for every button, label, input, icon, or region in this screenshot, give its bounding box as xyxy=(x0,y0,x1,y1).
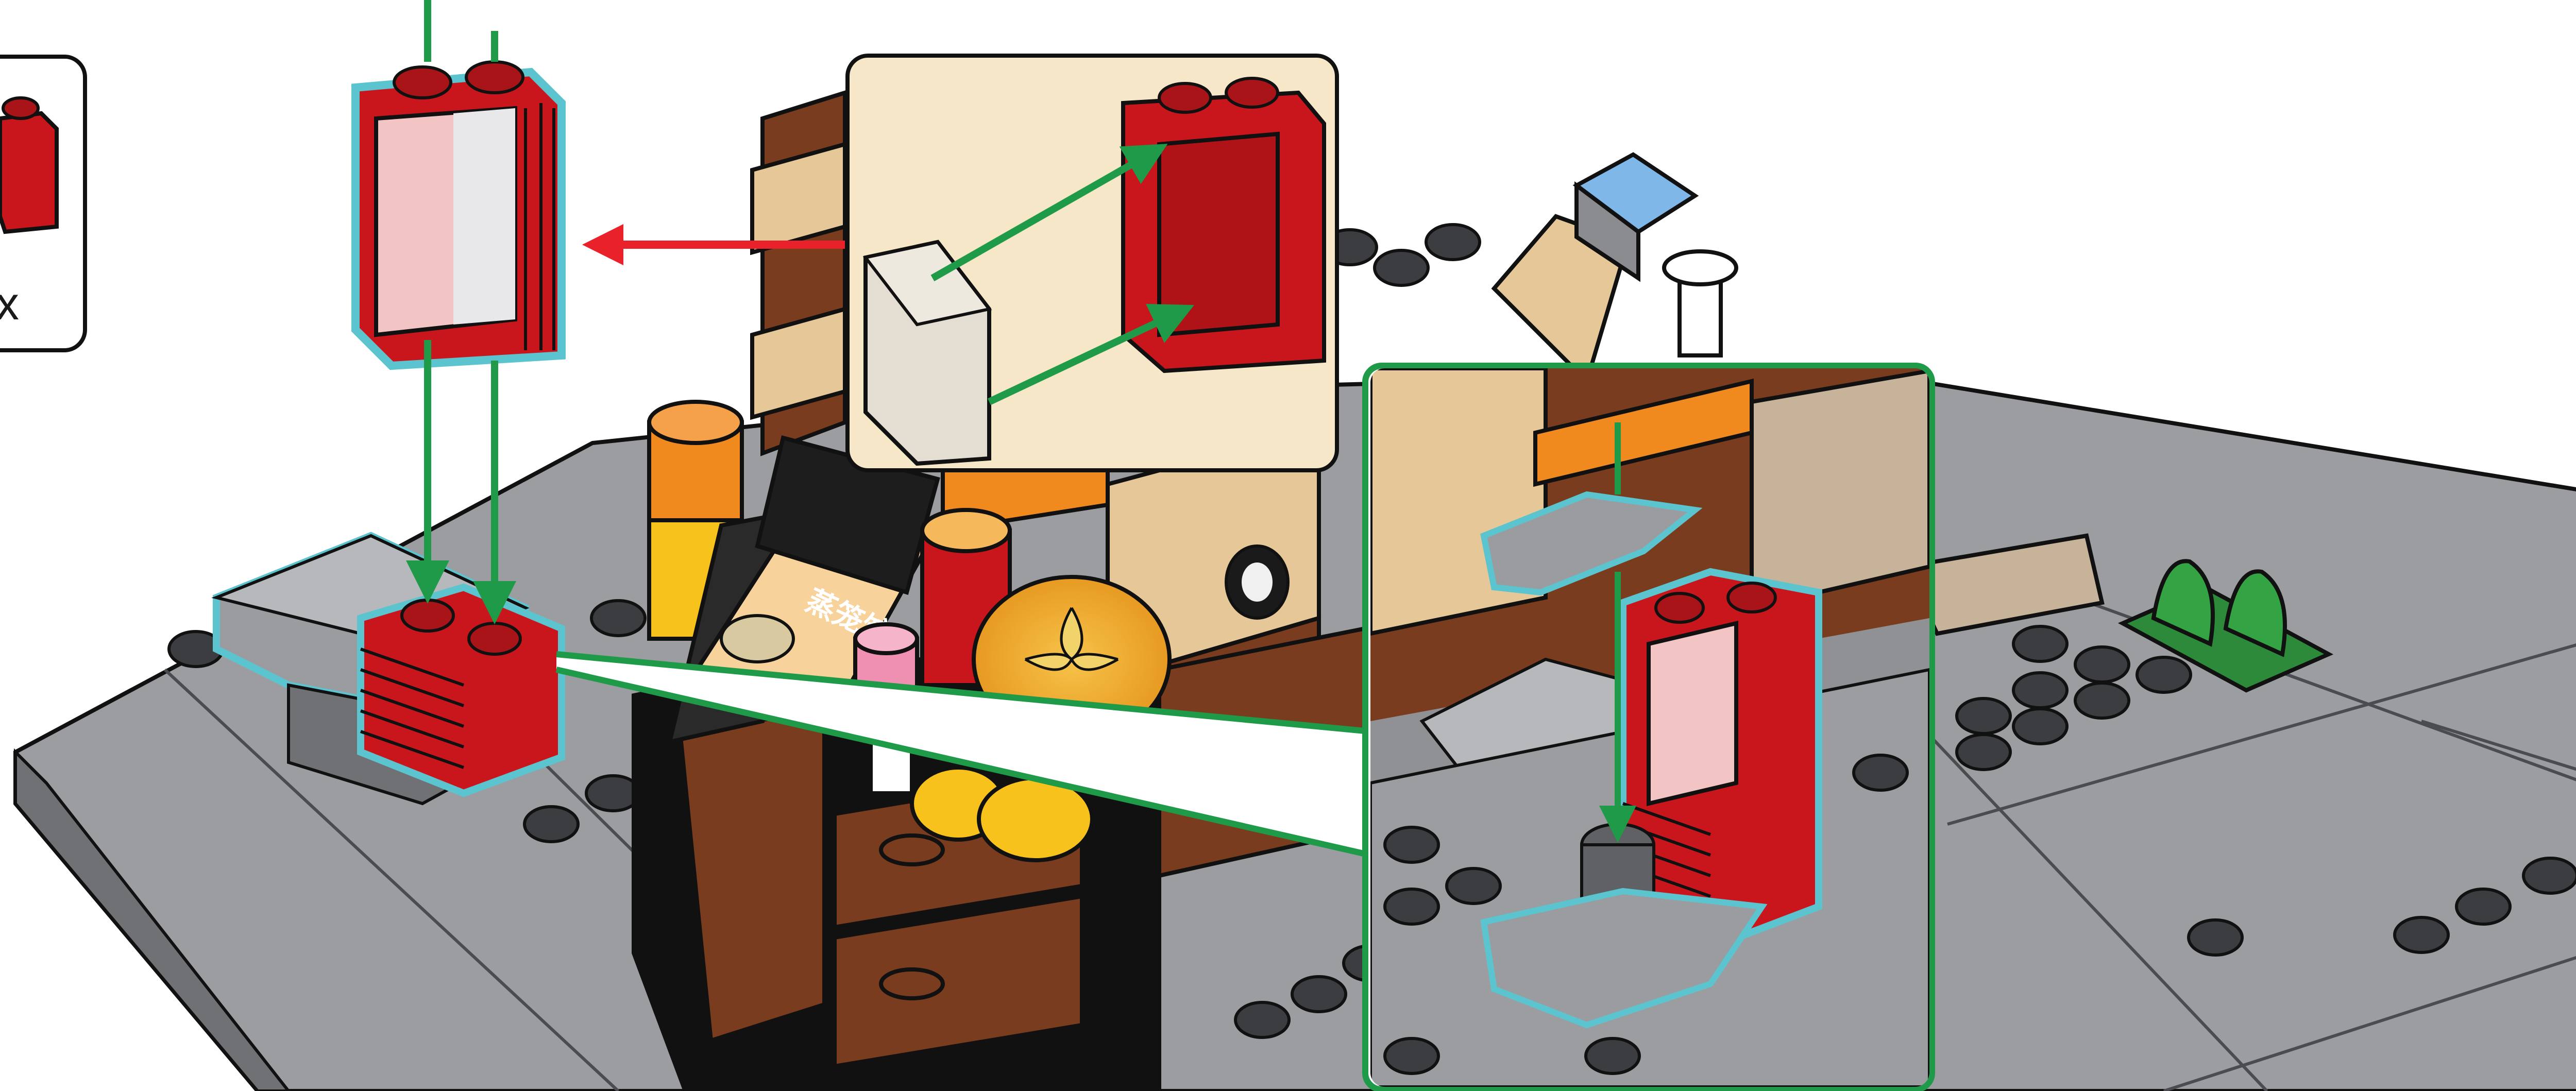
dumpling-bowl-icon xyxy=(721,616,793,662)
window-frame-part xyxy=(355,62,562,366)
quantity-label: x xyxy=(0,278,19,330)
zoom-detail-box xyxy=(1365,366,1932,1089)
red-brick-stack xyxy=(361,587,562,793)
red-window-frame-icon xyxy=(0,113,57,232)
sub-assembly-callout xyxy=(848,56,1337,470)
parts-list-box: x xyxy=(0,57,85,350)
